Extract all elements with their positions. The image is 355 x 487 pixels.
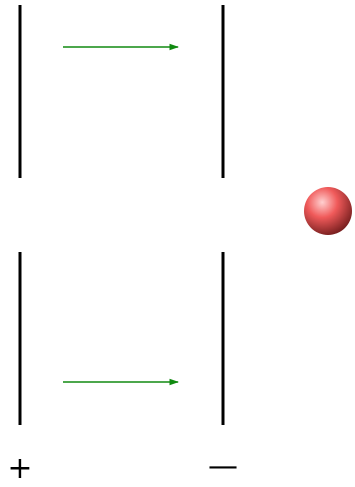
- positive-terminal-label: +: [7, 451, 32, 486]
- charge-sphere-icon: [304, 187, 352, 235]
- negative-terminal-label: —: [208, 449, 238, 484]
